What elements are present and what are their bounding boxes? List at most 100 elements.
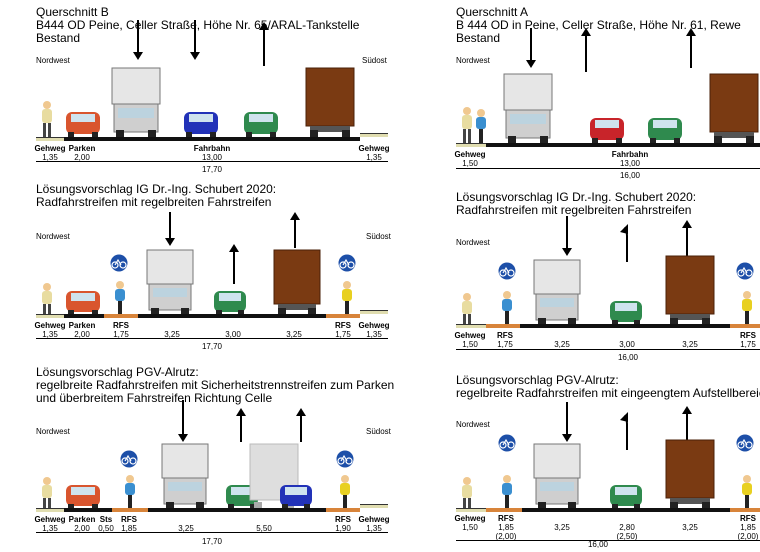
dimension-value: 1,75: [335, 330, 351, 339]
road-surface: [64, 314, 360, 318]
direction-left: Nordwest: [456, 56, 490, 65]
truck-brown: [665, 255, 715, 326]
bike-lane: [326, 508, 360, 512]
pedestrian-figure: [462, 107, 472, 143]
down-arrow: [133, 20, 143, 60]
dimension-value: 1,35: [366, 153, 382, 162]
total-width: 17,70: [201, 537, 223, 546]
truck: [503, 73, 553, 144]
parked-car: [66, 112, 100, 138]
up-arrow: [682, 406, 692, 442]
lane-label: Parken: [68, 144, 96, 153]
dimension-value: 3,25: [554, 523, 570, 532]
section-title: Lösungsvorschlag PGV-Alrutz: regelbreite…: [456, 373, 760, 400]
direction-left: Nordwest: [456, 420, 490, 429]
dimension-value: 1,35: [42, 330, 58, 339]
lane-label: Gehweg: [34, 144, 66, 153]
cyclist: [742, 475, 752, 509]
bicycle-lane-sign-icon: [498, 434, 516, 452]
lane-label: Gehweg: [34, 515, 66, 524]
bike-lane: [326, 314, 360, 318]
bicycle-lane-sign-icon: [338, 254, 356, 272]
down-arrow: [562, 402, 572, 442]
car-green: [214, 291, 246, 316]
dimension-value: (2,00): [737, 532, 759, 541]
dimension-value: 1,50: [462, 159, 478, 168]
up-arrow: [229, 244, 239, 284]
dimension-value: 1,75: [497, 340, 513, 349]
dimension-value: 1,50: [462, 340, 478, 349]
pedestrian-figure: [462, 293, 472, 327]
dimension-value: 3,25: [286, 330, 302, 339]
pedestrian-figure: [462, 477, 472, 511]
lane-label: Gehweg: [454, 514, 486, 523]
road-surface: [486, 324, 760, 328]
lane-label: RFS: [121, 515, 137, 524]
total-width: 16,00: [617, 353, 639, 362]
bike-lane: [104, 314, 138, 318]
dimension-value: 1,85: [740, 523, 756, 532]
dimension-line: [456, 168, 760, 169]
sidewalk: [456, 324, 486, 328]
truck-brown: [709, 73, 759, 144]
direction-right: Südost: [362, 56, 387, 65]
dimension-value: 1,85: [121, 524, 137, 533]
road-surface: [64, 508, 360, 512]
lane-label: RFS: [335, 321, 351, 330]
cyclist: [502, 475, 512, 509]
down-arrow: [526, 28, 536, 68]
direction-left: Nordwest: [36, 427, 70, 436]
bike-lane: [486, 508, 522, 512]
bicycle-lane-sign-icon: [110, 254, 128, 272]
pedestrian-figure: [42, 283, 52, 317]
section-title: Querschnitt B B444 OD Peine, Celler Stra…: [36, 5, 360, 45]
truck: [146, 249, 194, 316]
total-width: 16,00: [587, 540, 609, 549]
lane-label: RFS: [497, 331, 513, 340]
car-blue: [184, 112, 218, 138]
dimension-line: [36, 161, 388, 162]
dimension-value: 2,80: [619, 523, 635, 532]
bike-lane: [730, 508, 760, 512]
lane-label: RFS: [113, 321, 129, 330]
lane-label: RFS: [740, 331, 756, 340]
pedestrian-figure: [42, 101, 52, 137]
up-arrow: [290, 212, 300, 248]
dimension-value: 2,00: [74, 330, 90, 339]
up-arrow: [259, 22, 269, 66]
lane-label: Gehweg: [454, 331, 486, 340]
up-arrow: [236, 408, 246, 442]
right-panel: Querschnitt A B 444 OD in Peine, Celler …: [450, 0, 760, 552]
sidewalk: [360, 133, 388, 137]
parked-car: [66, 291, 100, 316]
truck: [161, 443, 209, 510]
lane-label: Sts: [99, 515, 113, 524]
dimension-value: 1,35: [42, 524, 58, 533]
bicycle-lane-sign-icon: [498, 262, 516, 280]
lane-label: Parken: [68, 321, 96, 330]
dimension-value: 1,35: [42, 153, 58, 162]
dimension-line: [36, 532, 388, 533]
up-arrow: [682, 220, 692, 256]
dimension-value: 1,35: [366, 524, 382, 533]
dimension-line: [456, 349, 760, 350]
total-width: 17,70: [201, 342, 223, 351]
section-title: Lösungsvorschlag IG Dr.-Ing. Schubert 20…: [456, 190, 697, 217]
car-blue: [280, 485, 312, 510]
truck: [533, 443, 581, 510]
sidewalk: [456, 143, 486, 147]
lane-label: RFS: [498, 514, 514, 523]
down-arrow: [562, 216, 572, 256]
dimension-value: (2,50): [616, 532, 638, 541]
up-arrow: [686, 28, 696, 68]
up-arrow: [296, 408, 306, 442]
sidewalk: [360, 504, 388, 508]
dimension-value: 13,00: [201, 153, 223, 162]
cyclist: [115, 281, 125, 315]
cyclist: [742, 291, 752, 325]
lane-label: Gehweg: [34, 321, 66, 330]
road-surface: [486, 143, 760, 147]
turn-arrow: [620, 224, 628, 262]
dimension-value: 1,75: [113, 330, 129, 339]
down-arrow: [165, 212, 175, 246]
